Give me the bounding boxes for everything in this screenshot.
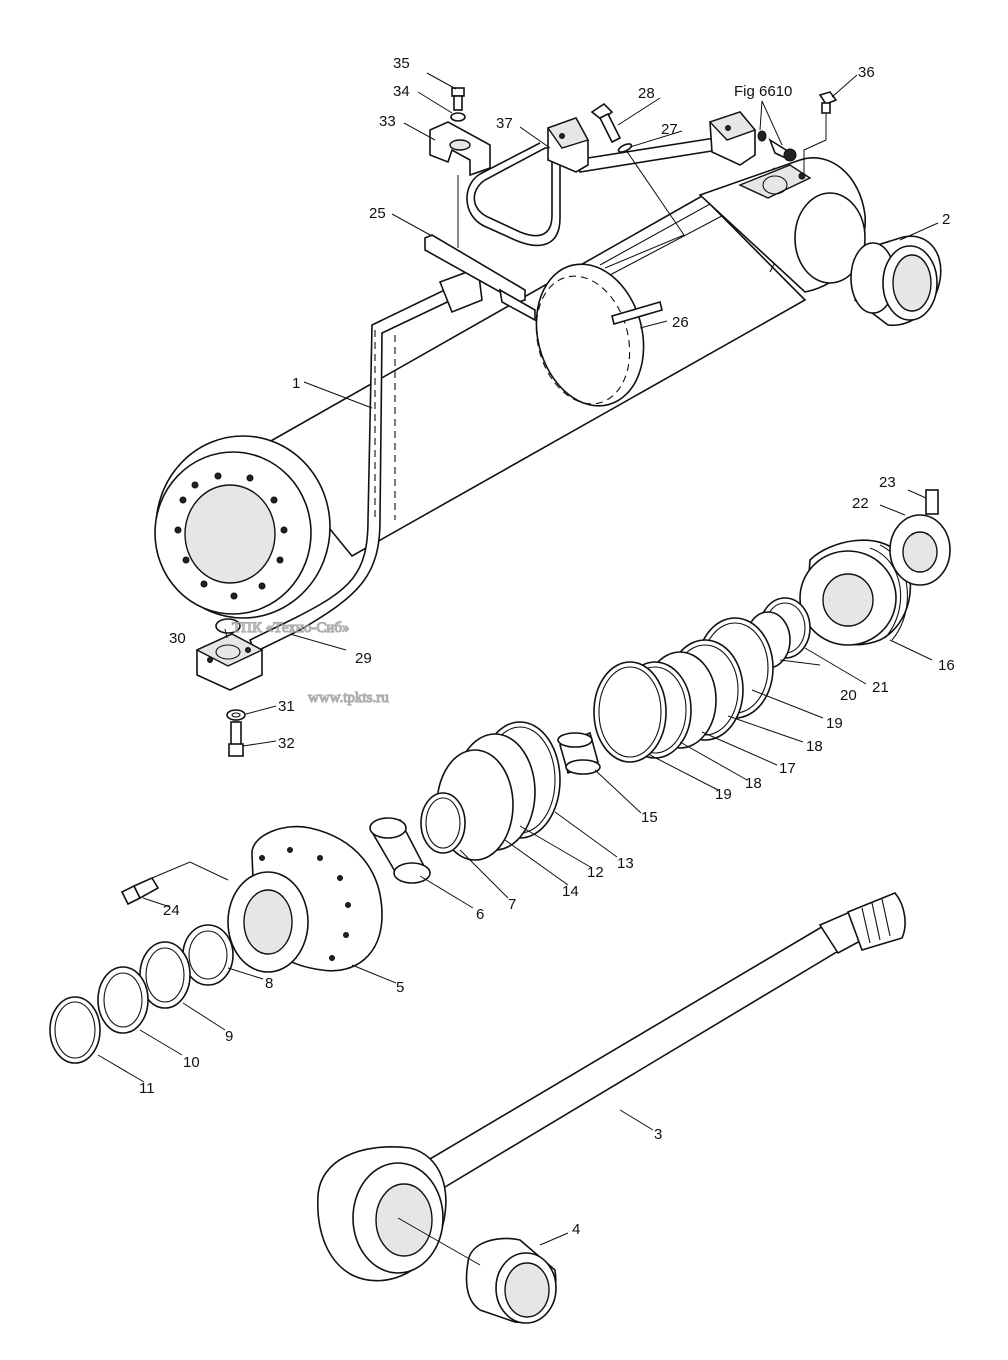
cylinder-tube-part-1 (154, 167, 807, 619)
callout-9: 9 (225, 1028, 233, 1045)
ring-part-10 (97, 966, 149, 1034)
piston-part-16 (799, 539, 912, 646)
callout-20: 20 (840, 687, 857, 704)
callout-32: 32 (278, 735, 295, 752)
callout-19a: 19 (826, 715, 843, 732)
callout-24: 24 (163, 902, 180, 919)
callout-22: 22 (852, 495, 869, 512)
bushing-part-4 (465, 1237, 557, 1324)
watermark-url: www.tpkts.ru (308, 690, 389, 706)
ring-part-7 (420, 792, 466, 854)
clamp-part-33 (429, 121, 491, 177)
head-seal-rings (436, 721, 561, 861)
callout-19b: 19 (715, 786, 732, 803)
fitting-fig-6610 (757, 130, 797, 162)
callout-18b: 18 (745, 775, 762, 792)
callout-7: 7 (508, 896, 516, 913)
pipe-part-37 (466, 111, 757, 247)
callout-5: 5 (396, 979, 404, 996)
callout-25: 25 (369, 205, 386, 222)
assembly-line-24 (151, 861, 229, 881)
callout-17: 17 (779, 760, 796, 777)
callout-11: 11 (139, 1080, 155, 1097)
set-screw-part-23 (925, 489, 939, 515)
bolt-part-24 (120, 876, 160, 906)
lower-pipe-flange (195, 633, 264, 691)
callout-3: 3 (654, 1126, 662, 1143)
ring-part-19b (593, 661, 667, 763)
callout-26: 26 (672, 314, 689, 331)
callout-30: 30 (169, 630, 186, 647)
piston-seal-rings (593, 597, 811, 763)
assembly-line-27 (604, 149, 685, 269)
bushing-part-2 (850, 235, 942, 327)
callout-2: 2 (942, 211, 950, 228)
cylinder-head-part-5 (227, 825, 383, 973)
ring-part-11 (49, 996, 101, 1064)
fig-reference-label: Fig 6610 (734, 83, 792, 100)
callout-leaders (97, 72, 939, 1266)
callout-35: 35 (393, 55, 410, 72)
callout-6: 6 (476, 906, 484, 923)
callout-28: 28 (638, 85, 655, 102)
nut-part-22 (889, 514, 951, 586)
watermark: ТПК «Техно-Сиб» www.tpkts.ru (231, 619, 389, 706)
piston-rod-part-3 (317, 892, 906, 1282)
callout-29: 29 (355, 650, 372, 667)
hose-band-part-26 (535, 263, 663, 407)
callout-36: 36 (858, 64, 875, 81)
callout-4: 4 (572, 1221, 580, 1238)
callout-37: 37 (496, 115, 513, 132)
callout-10: 10 (183, 1054, 200, 1071)
callout-27: 27 (661, 121, 678, 138)
bracket-part-25 (424, 234, 536, 322)
assembly-line-36 (803, 114, 827, 176)
callout-18a: 18 (806, 738, 823, 755)
breather-part-36 (818, 91, 838, 114)
bolt-part-32 (228, 721, 244, 757)
bolt-part-35 (451, 87, 465, 111)
o-ring-part-30 (215, 618, 241, 634)
bolt-part-28 (590, 102, 622, 144)
tube-end-eye (698, 157, 866, 293)
callout-23: 23 (879, 474, 896, 491)
callout-1: 1 (292, 375, 300, 392)
callout-31: 31 (278, 698, 295, 715)
spacer-part-15 (557, 731, 601, 775)
callout-14: 14 (562, 883, 579, 900)
callout-8: 8 (265, 975, 273, 992)
callout-16: 16 (938, 657, 955, 674)
callout-13: 13 (617, 855, 634, 872)
rod-seal-rings (49, 924, 234, 1064)
callout-34: 34 (393, 83, 410, 100)
callout-labels: 35 34 33 36 Fig 6610 28 27 37 25 2 26 1 … (139, 55, 955, 1238)
washer-part-31 (226, 709, 246, 721)
bushing-part-6 (369, 817, 431, 884)
callout-15: 15 (641, 809, 658, 826)
washer-part-34 (450, 112, 466, 122)
watermark-company: ТПК «Техно-Сиб» (232, 620, 350, 636)
callout-33: 33 (379, 113, 396, 130)
callout-21: 21 (872, 679, 889, 696)
callout-12: 12 (587, 864, 604, 881)
